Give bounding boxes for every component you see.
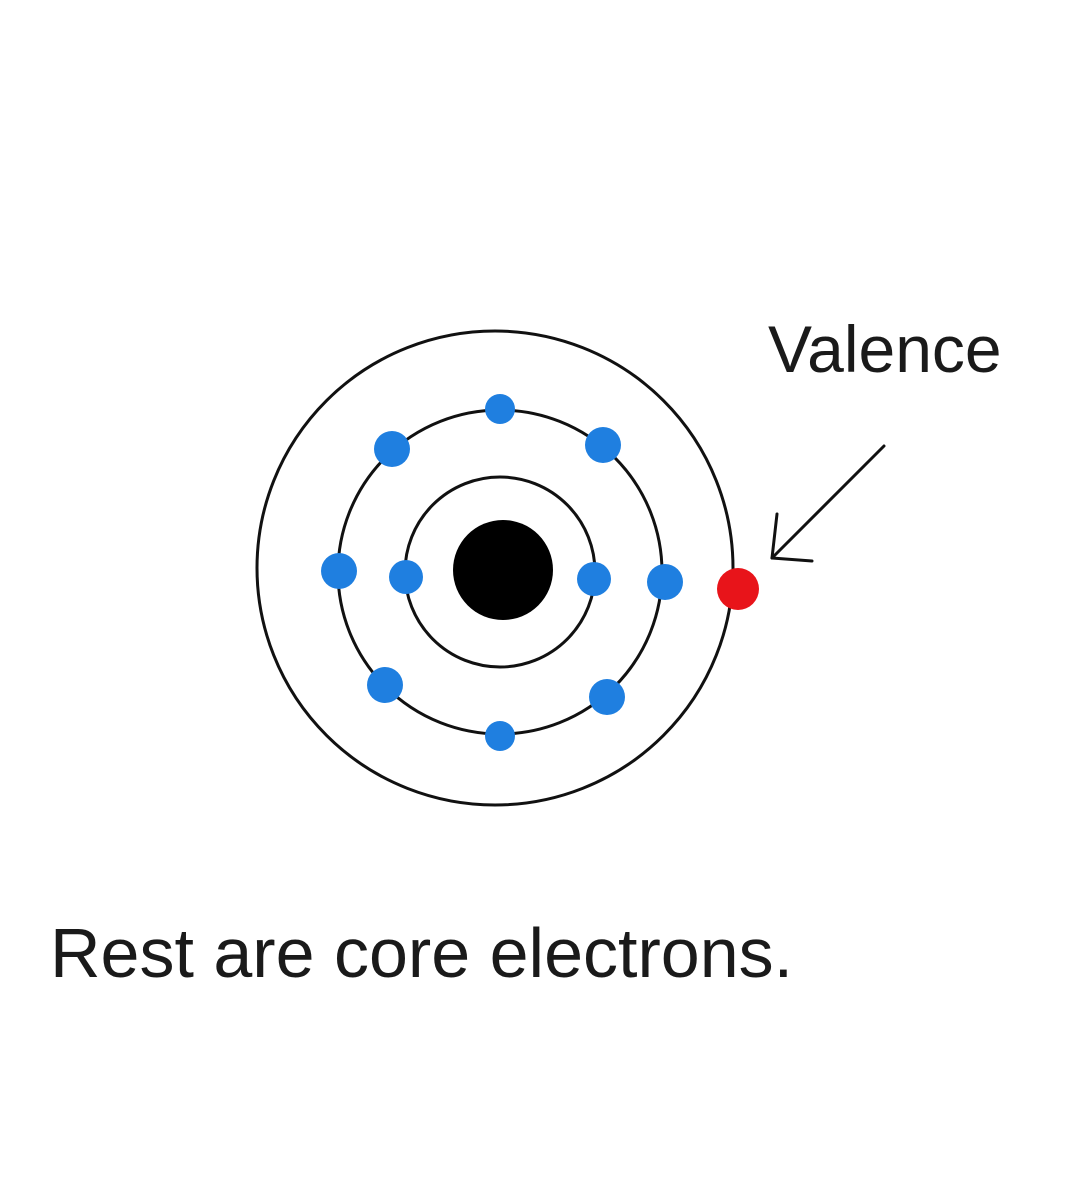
- nucleus: [453, 520, 553, 620]
- valence-electron: [717, 568, 759, 610]
- core-electron: [585, 427, 621, 463]
- core-electron: [589, 679, 625, 715]
- core-electron: [389, 560, 423, 594]
- core-electron: [647, 564, 683, 600]
- core-electron: [577, 562, 611, 596]
- core-electron: [485, 721, 515, 751]
- core-electrons: [321, 394, 683, 751]
- orbit-shell-3: [255, 329, 735, 807]
- core-electron: [367, 667, 403, 703]
- caption-text: Rest are core electrons.: [50, 914, 794, 992]
- valence-label: Valence: [768, 312, 1002, 386]
- valence-arrow: [770, 444, 886, 563]
- core-electron: [374, 431, 410, 467]
- core-electron: [485, 394, 515, 424]
- core-electron: [321, 553, 357, 589]
